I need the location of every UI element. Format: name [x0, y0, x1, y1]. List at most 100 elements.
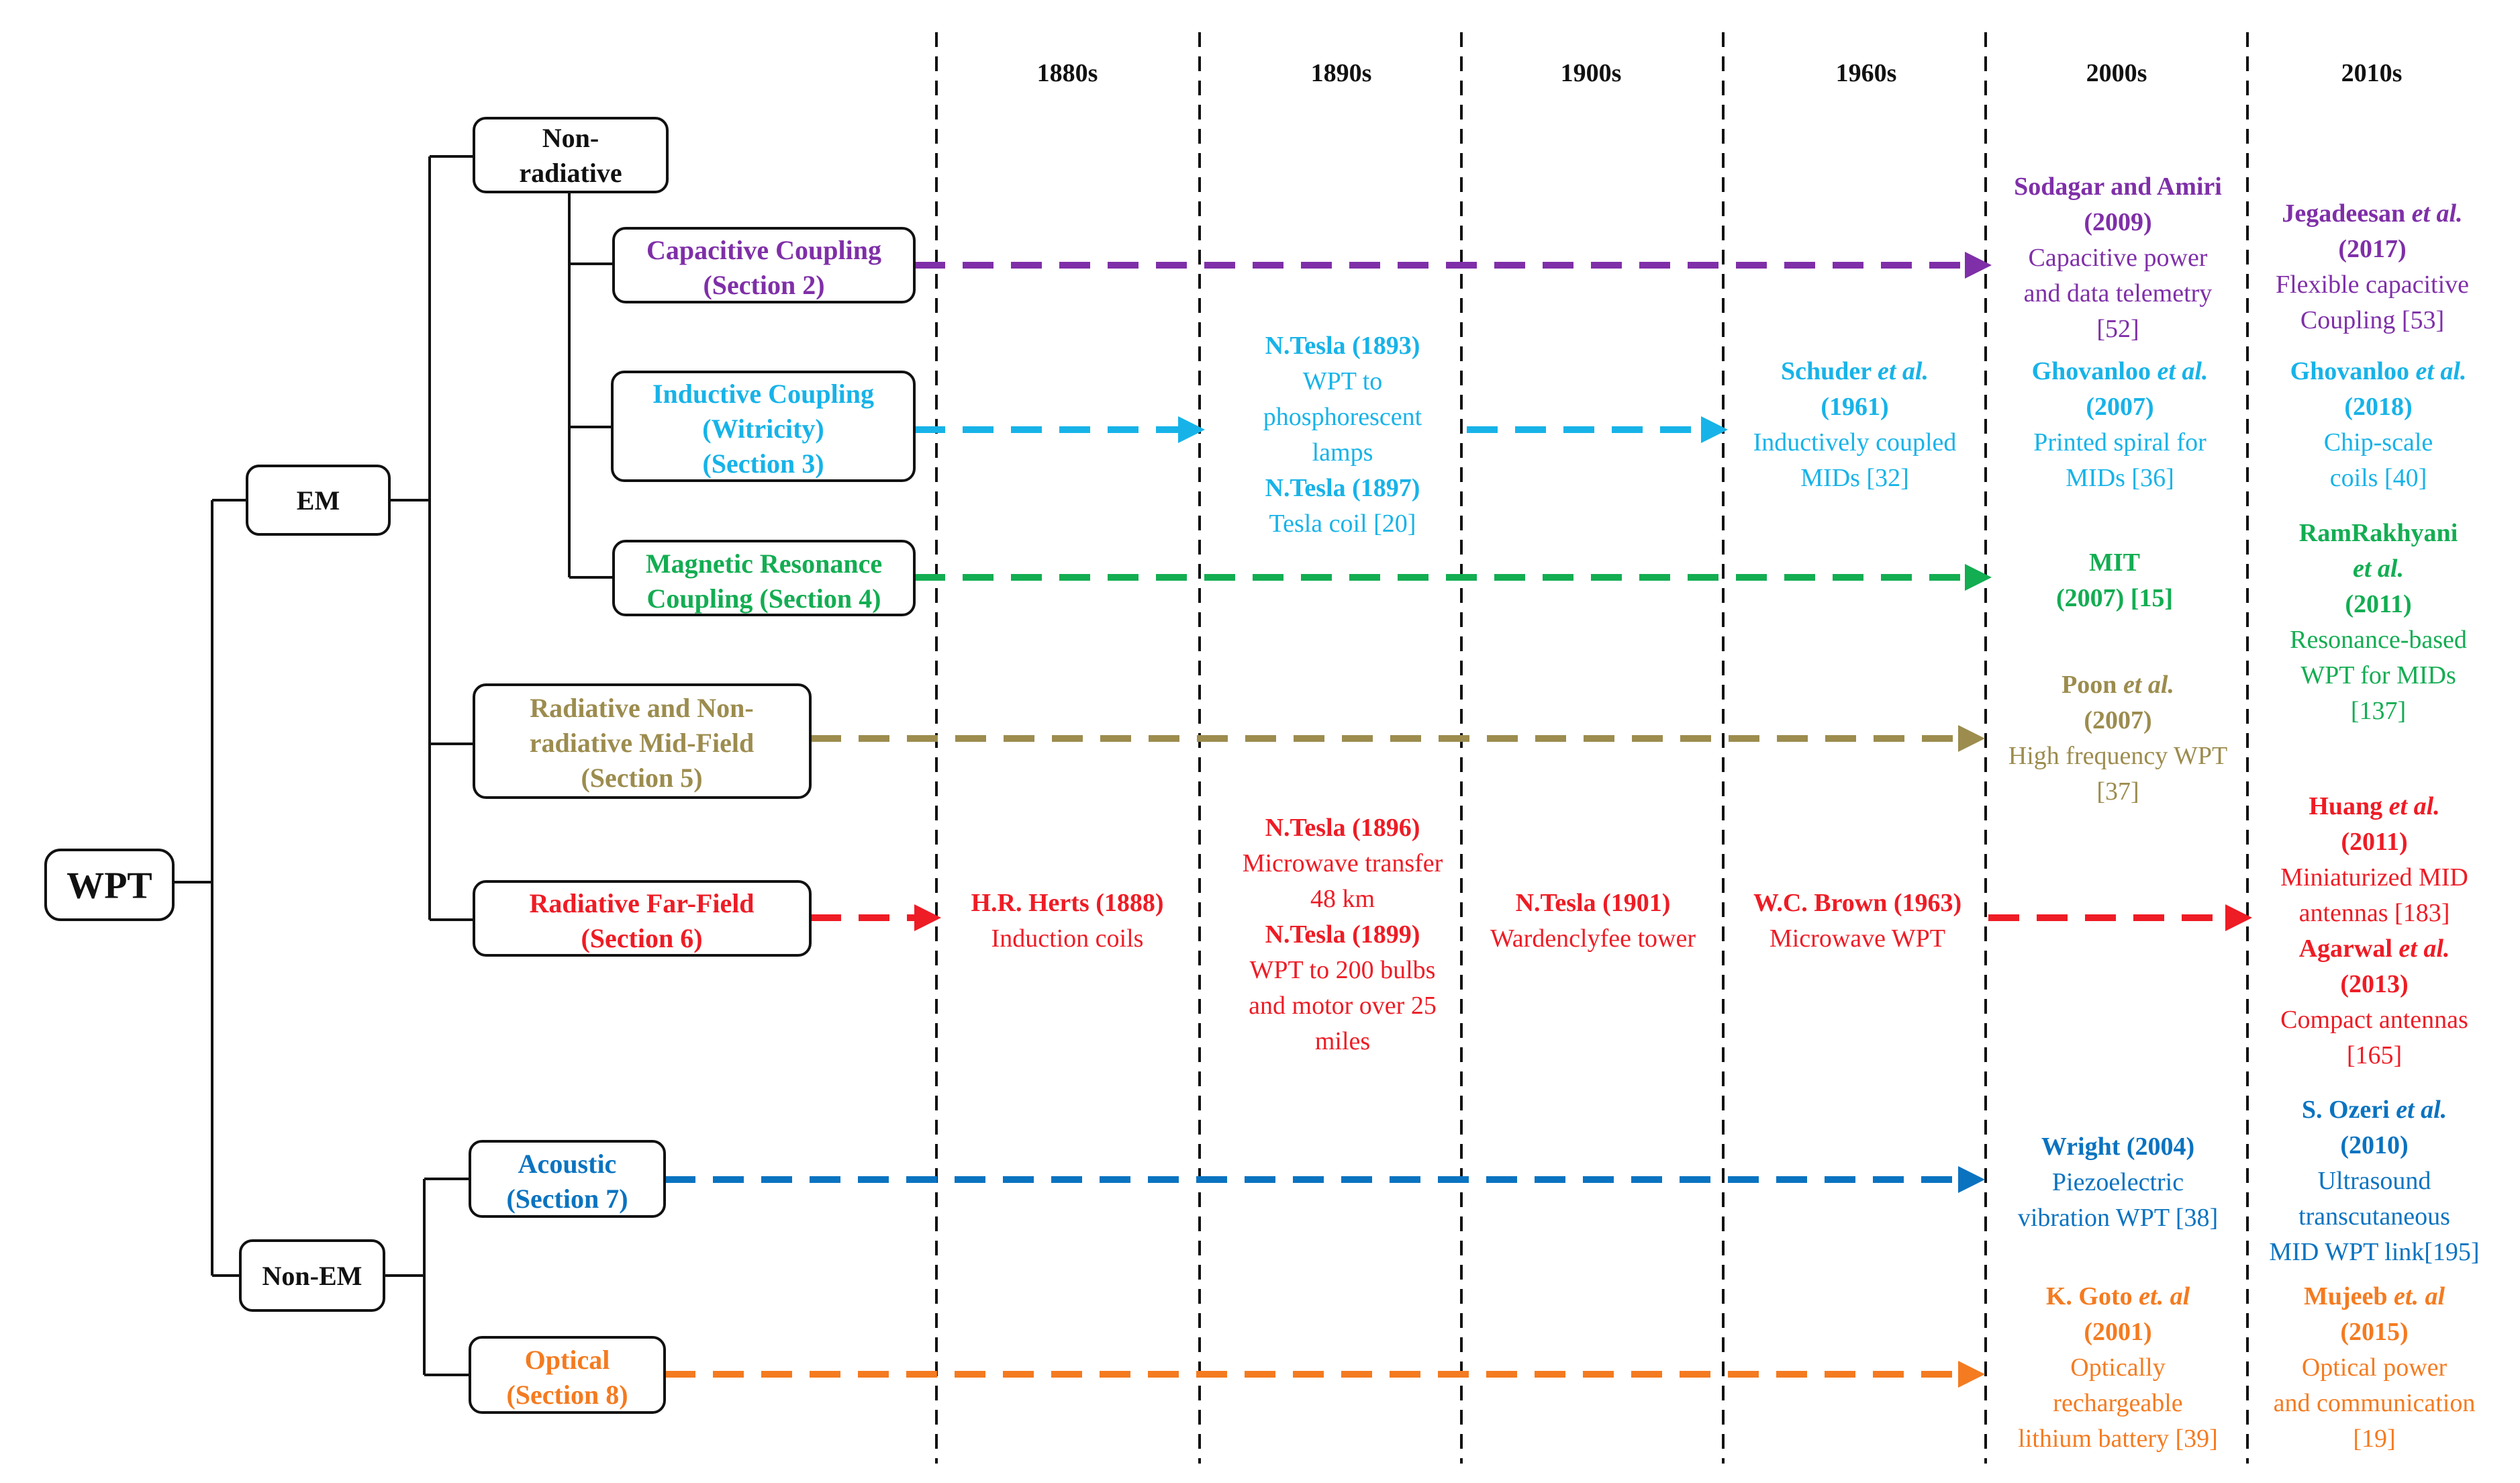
milestone-line: (2013): [2340, 970, 2408, 998]
milestone-text-run: Wright (2004): [2041, 1133, 2194, 1161]
milestone-line: Induction coils: [991, 924, 1144, 953]
milestone-line: [165]: [2347, 1041, 2402, 1069]
milestone-line: Resonance-based: [2290, 626, 2467, 654]
milestone-line: (2007) [15]: [2056, 584, 2173, 612]
node-label-line: Capacitive Coupling: [646, 235, 881, 265]
node-farfield: Radiative Far-Field(Section 6): [473, 880, 812, 957]
milestone-text-run: et al.: [2353, 555, 2404, 583]
milestone-text-run: (2010): [2340, 1131, 2408, 1159]
milestone-line: S. Ozeri et al.: [2302, 1096, 2447, 1124]
milestone-text-run: Miniaturized MID: [2280, 863, 2468, 892]
milestone-text-run: Tesla coil [20]: [1269, 510, 1416, 538]
milestone-text-run: and data telemetry: [2024, 279, 2213, 307]
milestone-line: MIDs [36]: [2066, 464, 2174, 492]
milestone-text-run: (2007): [2084, 706, 2151, 734]
milestone-text-run: lithium battery [39]: [2018, 1425, 2218, 1453]
node-inductive-label: Inductive Coupling(Witricity)(Section 3): [652, 379, 874, 479]
milestone-text-run: Schuder: [1781, 357, 1878, 385]
milestone-line: (2009): [2084, 208, 2151, 236]
node-em: EM: [246, 465, 391, 536]
milestone-line: MIDs [32]: [1800, 464, 1908, 492]
milestone-mit-2007: MIT (2007) [15]: [2056, 548, 2173, 612]
milestone-text-run: Jegadeesan: [2282, 199, 2411, 228]
milestone-text-run: phosphorescent: [1263, 403, 1422, 431]
milestone-line: (2007): [2086, 393, 2153, 421]
milestone-line: Piezoelectric: [2052, 1168, 2184, 1196]
milestone-ghovanloo-2007: Ghovanloo et al.(2007)Printed spiral for…: [2032, 357, 2209, 492]
milestone-line: WPT to 200 bulbs: [1250, 956, 1436, 984]
milestone-text-run: N.Tesla (1893): [1265, 332, 1420, 360]
era-header-1900s: 1900s: [1561, 59, 1622, 87]
milestone-line: Compact antennas: [2280, 1006, 2468, 1034]
category-arrows: [665, 252, 2252, 1388]
milestone-text-run: (2011): [2341, 828, 2407, 856]
milestone-text-run: Wardenclyfee tower: [1490, 924, 1696, 953]
node-non-em-label: Non-EM: [262, 1261, 362, 1291]
milestone-text-run: RamRakhyani: [2299, 519, 2458, 547]
milestone-line: WPT to: [1303, 367, 1383, 395]
milestone-line: W.C. Brown (1963): [1753, 889, 1961, 917]
milestone-text-run: Capacitive power: [2029, 244, 2208, 272]
node-label-line: (Section 2): [703, 270, 824, 300]
milestone-line: Coupling [53]: [2300, 306, 2444, 334]
milestone-line: Microwave transfer: [1243, 849, 1443, 877]
node-optical-label: Optical(Section 8): [506, 1345, 628, 1410]
milestone-text-run: S. Ozeri: [2302, 1096, 2396, 1124]
milestone-text-run: W.C. Brown (1963): [1753, 889, 1961, 917]
milestone-text-run: lamps: [1312, 438, 1373, 467]
milestone-line: phosphorescent: [1263, 403, 1422, 431]
milestone-text-run: N.Tesla (1896): [1265, 814, 1420, 842]
milestone-line: (2007): [2084, 706, 2151, 734]
milestone-line: N.Tesla (1893): [1265, 332, 1420, 360]
milestone-herts-1888: H.R. Herts (1888)Induction coils: [971, 889, 1163, 953]
node-non-radiative-label: Non-radiative: [519, 123, 622, 188]
node-label-line: Optical: [525, 1345, 610, 1375]
milestone-text-run: Inductively coupled: [1753, 428, 1957, 457]
milestone-text-run: et al.: [2389, 792, 2440, 820]
milestone-line: (2011): [2345, 590, 2411, 618]
milestone-text-run: Chip-scale: [2324, 428, 2433, 457]
milestone-text-run: (2001): [2084, 1318, 2151, 1346]
milestone-text-run: [52]: [2096, 315, 2139, 343]
milestone-text-run: WPT to 200 bulbs: [1250, 956, 1436, 984]
milestone-line: N.Tesla (1897): [1265, 474, 1420, 502]
milestone-text-run: MIT: [2089, 548, 2140, 577]
node-label-line: Magnetic Resonance: [646, 548, 882, 579]
milestone-text-run: [37]: [2096, 777, 2139, 806]
node-optical: Optical(Section 8): [469, 1336, 666, 1414]
milestone-text-run: Poon: [2062, 671, 2123, 699]
milestone-line: RamRakhyani: [2299, 519, 2458, 547]
node-label-line: Radiative and Non-: [530, 693, 753, 723]
milestone-text-run: Resonance-based: [2290, 626, 2467, 654]
milestone-text-run: (2009): [2084, 208, 2151, 236]
milestone-text-run: Ghovanloo: [2032, 357, 2158, 385]
node-inductive: Inductive Coupling(Witricity)(Section 3): [611, 371, 916, 482]
milestone-line: (2018): [2344, 393, 2412, 421]
milestone-line: Ultrasound: [2318, 1167, 2431, 1195]
node-label-line: Coupling (Section 4): [647, 583, 881, 614]
milestone-text-run: (2007) [15]: [2056, 584, 2173, 612]
node-capacitive: Capacitive Coupling (Section 2): [612, 227, 916, 303]
milestone-text-run: [137]: [2351, 697, 2406, 725]
milestone-text-run: transcutaneous: [2298, 1202, 2450, 1231]
milestone-text-run: (2007): [2086, 393, 2153, 421]
milestone-text-run: (2017): [2338, 235, 2406, 263]
connector-non-radiative: [568, 192, 614, 579]
node-label-line: Non-EM: [262, 1261, 362, 1291]
milestone-brown-1963: W.C. Brown (1963)Microwave WPT: [1753, 889, 1961, 953]
era-header-1890s: 1890s: [1311, 59, 1372, 87]
node-label-line: EM: [297, 485, 340, 516]
node-label-line: radiative: [519, 158, 622, 188]
milestone-text-run: High frequency WPT: [2008, 742, 2227, 770]
milestone-text-run: et al.: [2412, 199, 2463, 228]
milestone-line: Flexible capacitive: [2276, 271, 2469, 299]
milestone-text-run: [19]: [2353, 1425, 2395, 1453]
milestone-text-run: Compact antennas: [2280, 1006, 2468, 1034]
milestone-text-run: 48 km: [1310, 885, 1375, 913]
milestone-text-run: Flexible capacitive: [2276, 271, 2469, 299]
milestone-line: Ghovanloo et al.: [2032, 357, 2209, 385]
milestone-line: [137]: [2351, 697, 2406, 725]
